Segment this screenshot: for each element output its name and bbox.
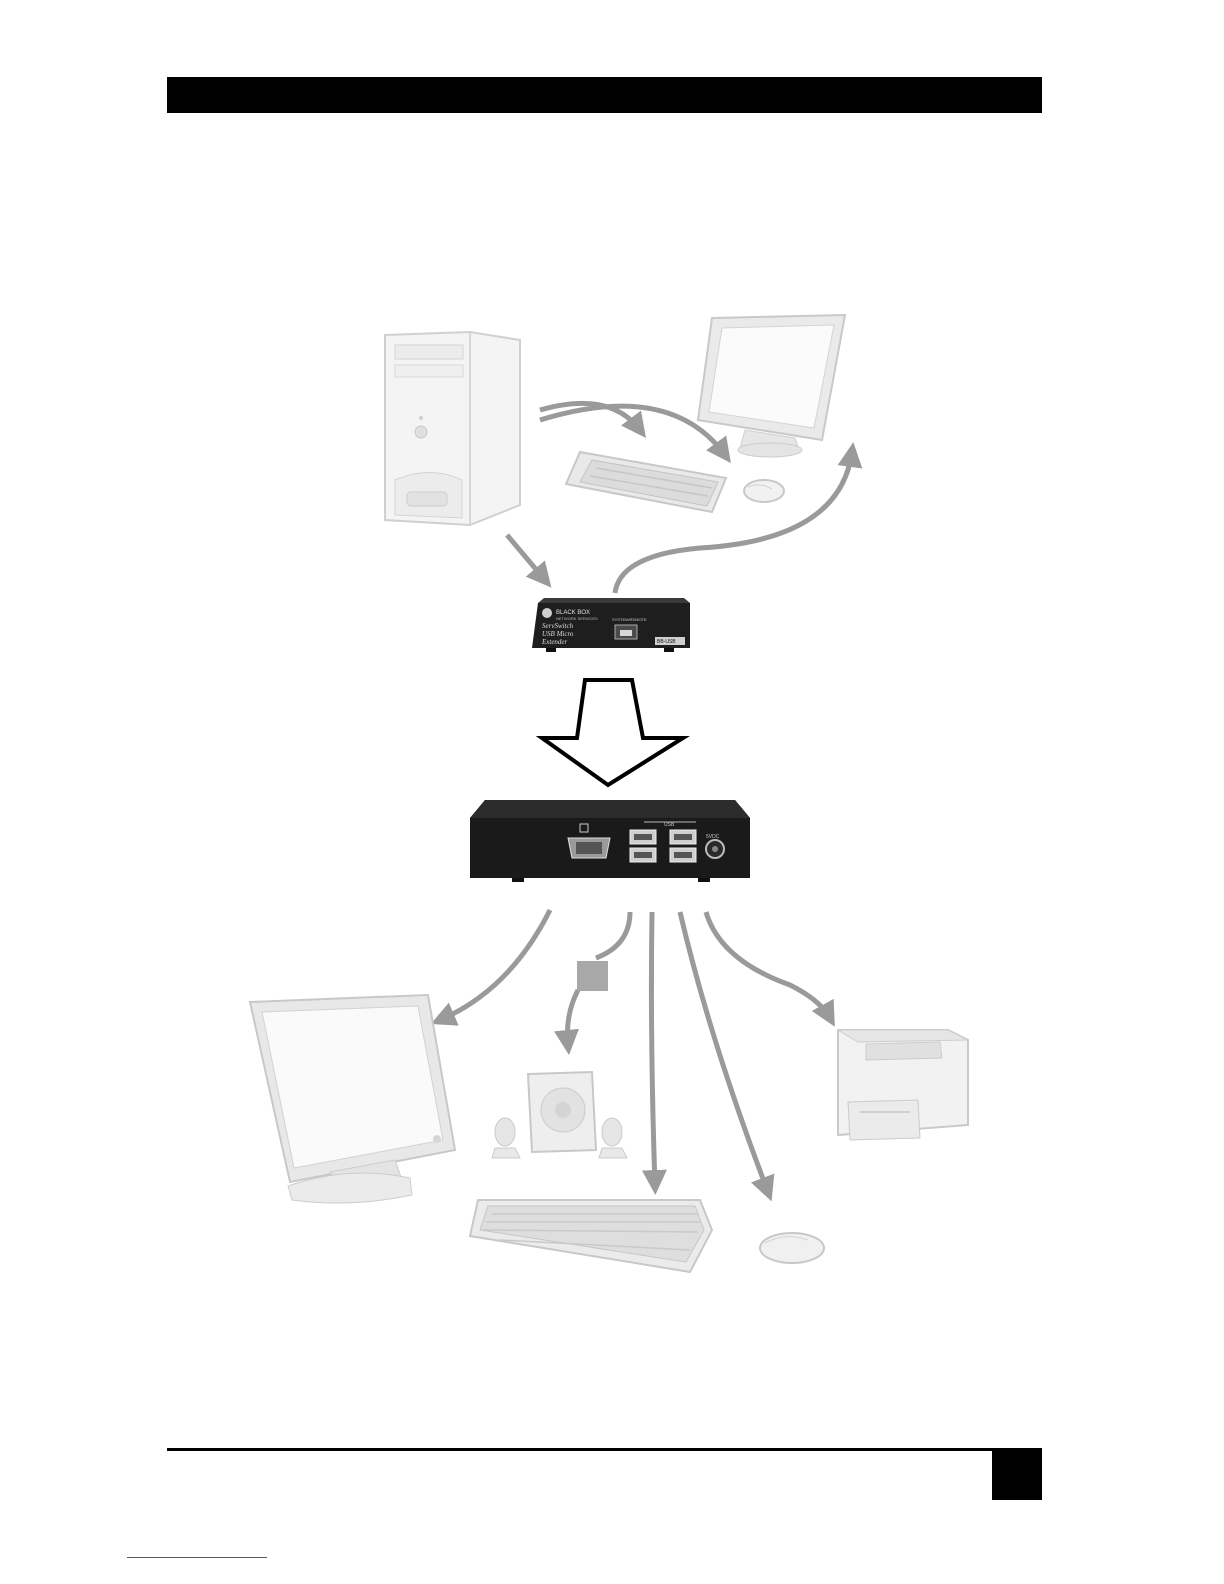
remote-keyboard-icon	[470, 1200, 712, 1272]
local-unit-product-1: ServSwitch	[542, 622, 574, 630]
power-label: 5VDC	[706, 834, 720, 840]
local-unit-brand: NETWORK SERVICES	[556, 616, 598, 621]
down-arrow-icon	[542, 680, 683, 785]
remote-mouse-icon	[760, 1233, 824, 1263]
mouse-icon	[744, 480, 784, 502]
speakers-icon	[492, 1072, 627, 1158]
local-unit-product-2: USB Micro	[542, 630, 574, 638]
audio-adapter-icon	[577, 961, 608, 991]
monitor-icon	[698, 315, 845, 457]
computer-tower-icon	[385, 332, 520, 525]
footer-rule	[167, 1448, 992, 1451]
page-number-box	[992, 1448, 1042, 1500]
printer-icon	[838, 1030, 968, 1140]
local-unit-port-label: SYSTEM/REMOTE	[612, 617, 647, 622]
remote-unit: USB 5VDC	[470, 800, 750, 882]
usb-label: USB	[664, 822, 675, 828]
local-unit-product-3: Extender	[541, 638, 568, 646]
link-underline	[127, 1557, 267, 1558]
keyboard-icon	[566, 452, 726, 512]
local-unit: BLACK BOX NETWORK SERVICES ServSwitch US…	[532, 598, 690, 652]
local-unit-badge: BB-USB	[657, 639, 676, 645]
remote-monitor-icon	[250, 995, 455, 1203]
